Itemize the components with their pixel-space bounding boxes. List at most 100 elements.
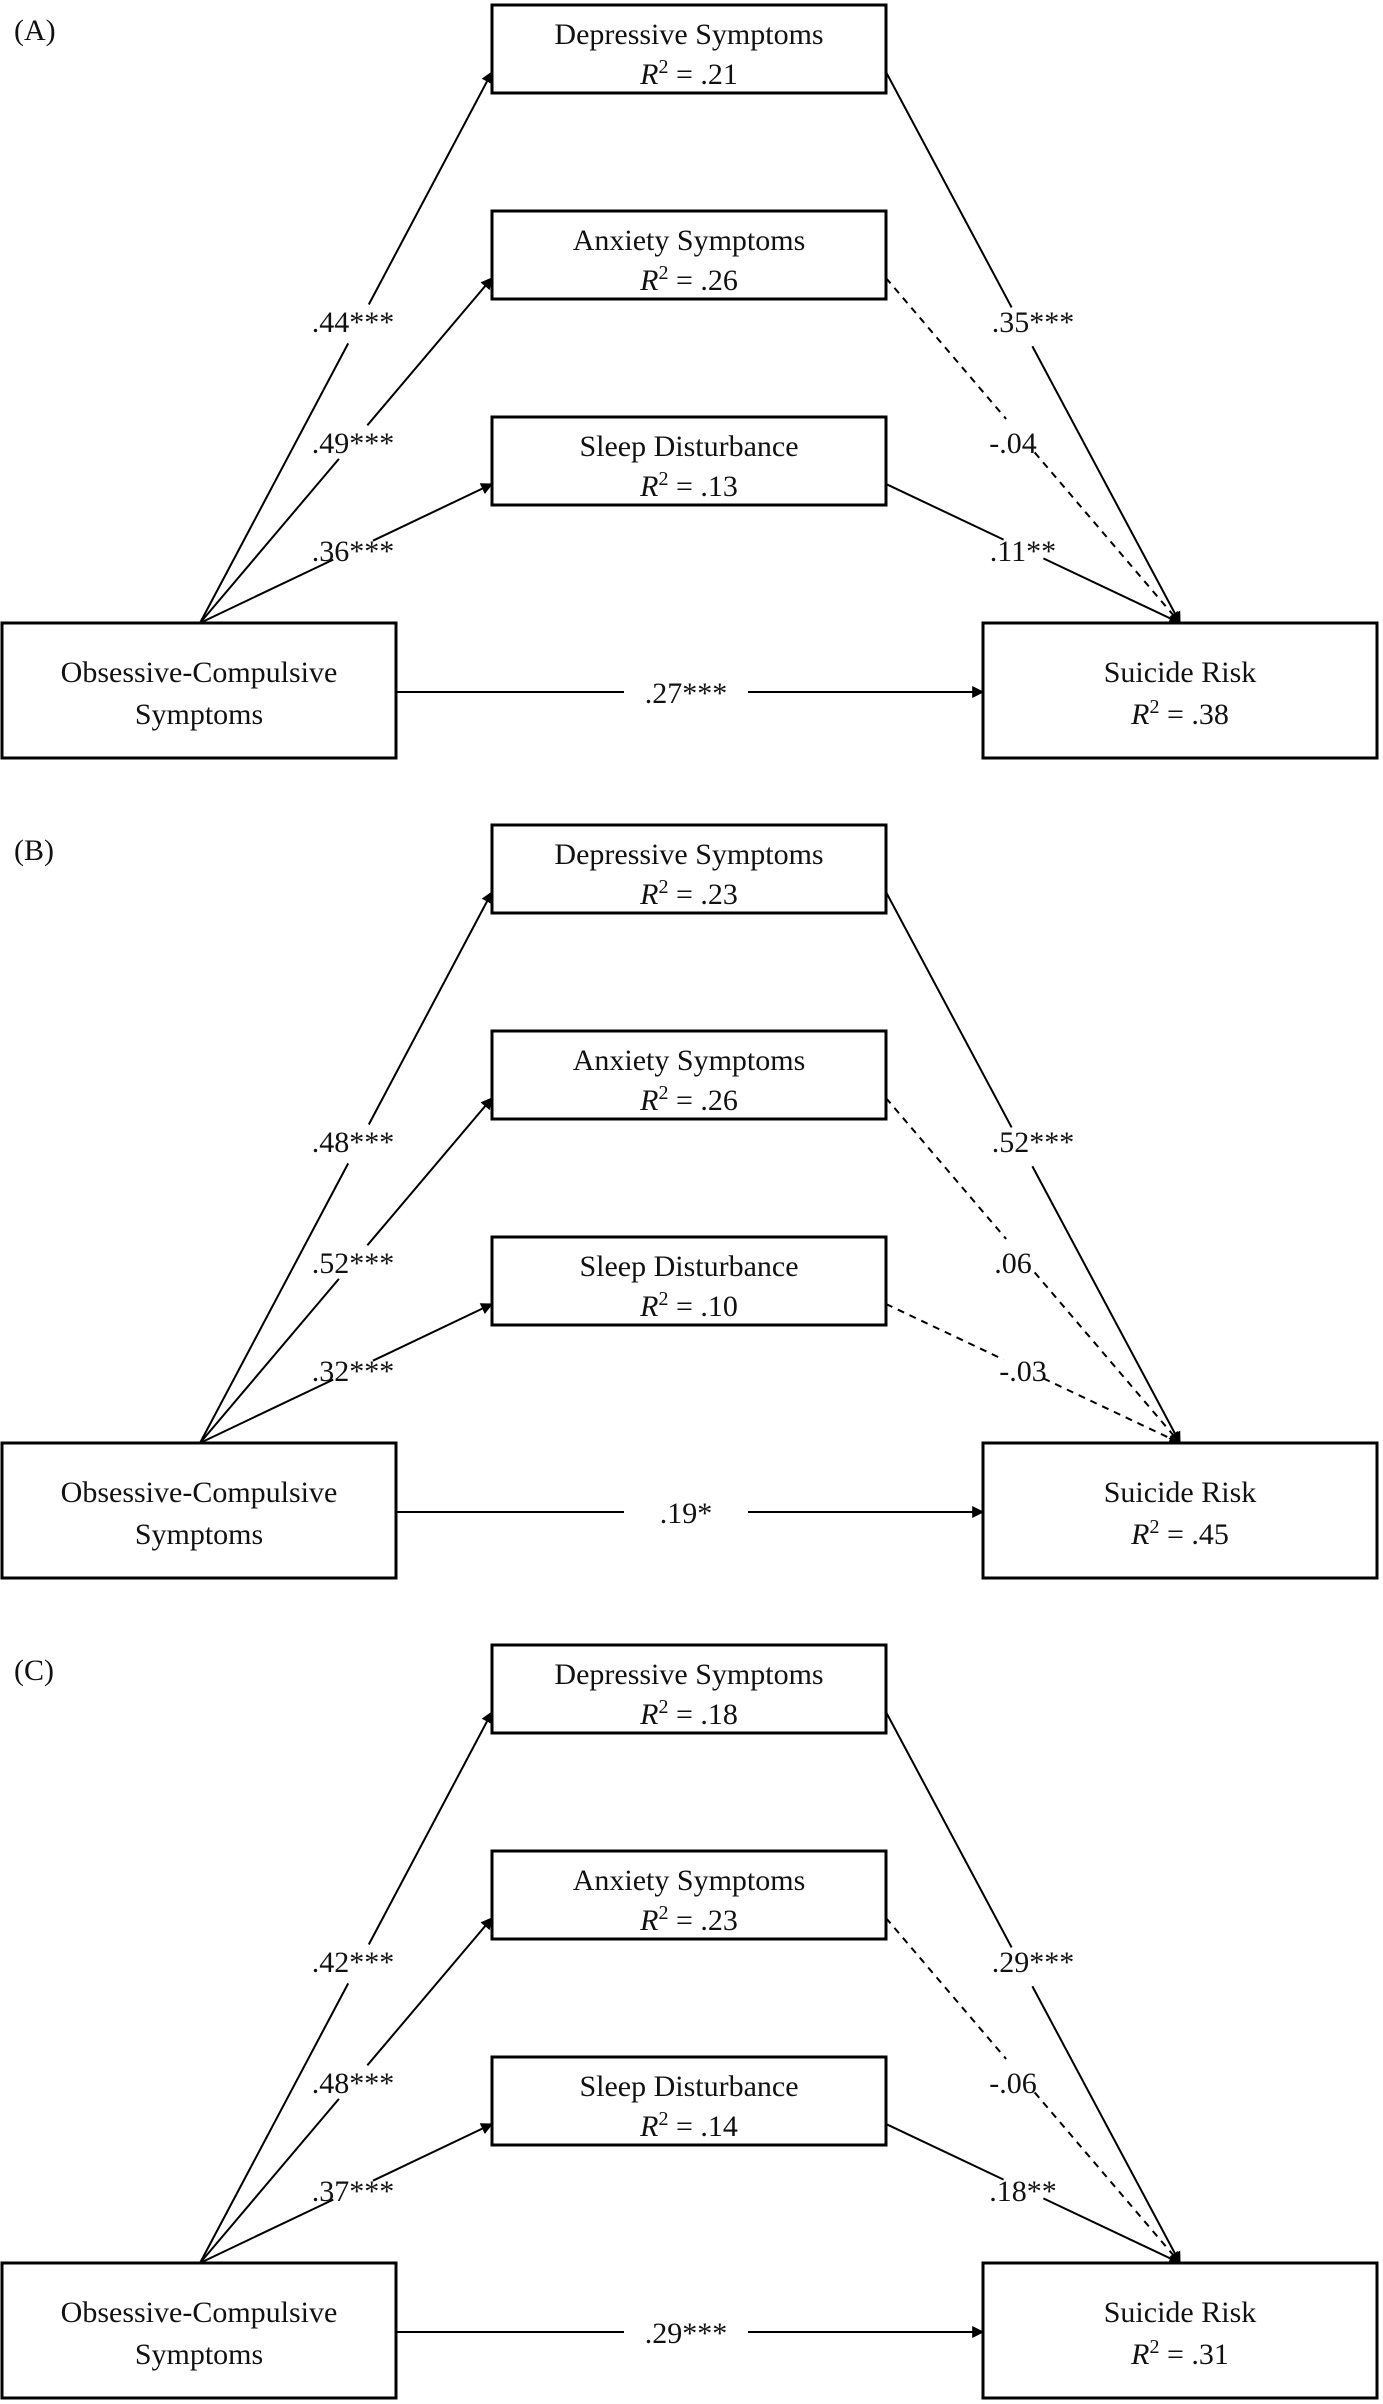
path-b-depressive: .35*** xyxy=(885,71,1181,625)
path-b-sleep-line-start xyxy=(885,2123,1005,2181)
r-squared-superscript: 2 xyxy=(1149,696,1159,718)
path-a-anxiety-line-start xyxy=(199,1278,340,1444)
path-b-sleep-coefficient: .18** xyxy=(989,2175,1057,2208)
path-a-anxiety-line-start xyxy=(199,458,340,624)
r-squared-superscript: 2 xyxy=(658,1696,668,1718)
path-b-anxiety-line-end xyxy=(1033,2091,1181,2264)
node-anxiety-box xyxy=(490,1849,888,1941)
path-a-depressive-line-end xyxy=(367,890,493,1125)
path-b-anxiety: -.04 xyxy=(885,277,1181,624)
node-anxiety-label: Anxiety Symptoms xyxy=(573,1044,806,1077)
node-sleep-box xyxy=(490,2055,888,2147)
node-depressive-r-squared: R2 = .18 xyxy=(639,1696,738,1731)
r-squared-superscript: 2 xyxy=(658,876,668,898)
r-squared-equals: = xyxy=(668,1698,700,1731)
node-sleep-box xyxy=(490,1235,888,1327)
path-b-sleep-line-end xyxy=(1042,1377,1182,1444)
path-b-depressive-line-start xyxy=(885,71,1013,308)
path-a-sleep-coefficient: .36*** xyxy=(312,535,395,568)
path-a-depressive-line-start xyxy=(199,1162,350,1444)
path-a-depressive-line-end xyxy=(367,1710,493,1945)
node-sleep-r-squared: R2 = .13 xyxy=(639,468,738,503)
node-anxiety-label: Anxiety Symptoms xyxy=(573,1864,806,1897)
node-depressive-box xyxy=(490,1643,888,1735)
path-b-depressive-line-end xyxy=(1031,1165,1181,1445)
node-sleep-box xyxy=(490,415,888,507)
path-a-depressive-coefficient: .48*** xyxy=(312,1126,395,1159)
r-squared-superscript: 2 xyxy=(658,2108,668,2130)
path-b-sleep: .18** xyxy=(885,2123,1182,2264)
r-squared-symbol: R xyxy=(639,264,658,297)
node-sleep-label: Sleep Disturbance xyxy=(579,2070,798,2103)
path-b-anxiety-line-start xyxy=(885,277,1007,420)
path-b-depressive-line-end xyxy=(1031,345,1181,625)
path-a-depressive-line-start xyxy=(199,342,350,624)
path-a-sleep-line-start xyxy=(199,2198,334,2264)
path-a-sleep-line-end xyxy=(372,483,494,542)
r-squared-value: .21 xyxy=(700,58,738,91)
path-a-anxiety-line-end xyxy=(366,1917,493,2066)
node-anxiety-r-squared: R2 = .23 xyxy=(639,1902,738,1937)
node-outcome-box xyxy=(981,1441,1379,1580)
node-outcome-r-squared: R2 = .45 xyxy=(1130,1516,1229,1551)
node-predictor-box xyxy=(0,1441,398,1580)
path-b-sleep-line-start xyxy=(885,483,1005,541)
path-b-anxiety-coefficient: -.04 xyxy=(989,427,1037,460)
node-predictor-box xyxy=(0,2261,398,2400)
r-squared-value: .23 xyxy=(700,1904,738,1937)
path-b-anxiety-line-end xyxy=(1033,1271,1181,1444)
node-predictor-box xyxy=(0,621,398,760)
r-squared-equals: = xyxy=(1159,1518,1191,1551)
node-depressive: Depressive Symptoms R2 = .21 xyxy=(490,3,888,95)
path-a-sleep: .32*** xyxy=(199,1303,494,1444)
path-b-anxiety-line-end xyxy=(1033,451,1181,624)
node-anxiety-r-squared: R2 = .26 xyxy=(639,262,738,297)
r-squared-value: .45 xyxy=(1191,1518,1229,1551)
node-depressive-label: Depressive Symptoms xyxy=(554,18,823,51)
r-squared-superscript: 2 xyxy=(658,262,668,284)
r-squared-symbol: R xyxy=(639,58,658,91)
r-squared-equals: = xyxy=(668,878,700,911)
path-a-sleep-line-end xyxy=(372,2123,494,2182)
path-b-depressive: .29*** xyxy=(885,1711,1181,2265)
path-b-sleep-line-start xyxy=(885,1303,1005,1361)
path-a-anxiety: .49*** xyxy=(199,277,493,624)
path-b-sleep-line-end xyxy=(1042,557,1182,624)
panel-label: (A) xyxy=(14,14,56,47)
r-squared-value: .23 xyxy=(700,878,738,911)
node-outcome-r-squared: R2 = .31 xyxy=(1130,2336,1229,2371)
path-direct-coefficient: .27*** xyxy=(645,677,728,710)
r-squared-value: .26 xyxy=(700,1084,738,1117)
path-b-sleep-coefficient: -.03 xyxy=(999,1355,1047,1388)
node-sleep-label: Sleep Disturbance xyxy=(579,1250,798,1283)
r-squared-equals: = xyxy=(668,58,700,91)
path-b-sleep-coefficient: .11** xyxy=(990,535,1056,568)
node-depressive-label: Depressive Symptoms xyxy=(554,1658,823,1691)
path-b-anxiety-coefficient: .06 xyxy=(994,1247,1032,1280)
node-outcome-r-squared: R2 = .38 xyxy=(1130,696,1229,731)
path-b-depressive-coefficient: .29*** xyxy=(992,1946,1075,1979)
r-squared-symbol: R xyxy=(1130,2338,1149,2371)
node-predictor-label-line2: Symptoms xyxy=(135,2338,263,2371)
path-direct: .19* xyxy=(396,1497,985,1530)
node-outcome-box xyxy=(981,621,1379,760)
node-depressive-label: Depressive Symptoms xyxy=(554,838,823,871)
panel-label: (C) xyxy=(14,1654,54,1687)
path-a-sleep-coefficient: .37*** xyxy=(312,2175,395,2208)
path-a-anxiety: .52*** xyxy=(199,1097,493,1444)
path-a-depressive: .42*** xyxy=(199,1710,493,2264)
node-depressive-r-squared: R2 = .21 xyxy=(639,56,738,91)
r-squared-symbol: R xyxy=(639,1698,658,1731)
path-b-depressive-coefficient: .52*** xyxy=(992,1126,1075,1159)
